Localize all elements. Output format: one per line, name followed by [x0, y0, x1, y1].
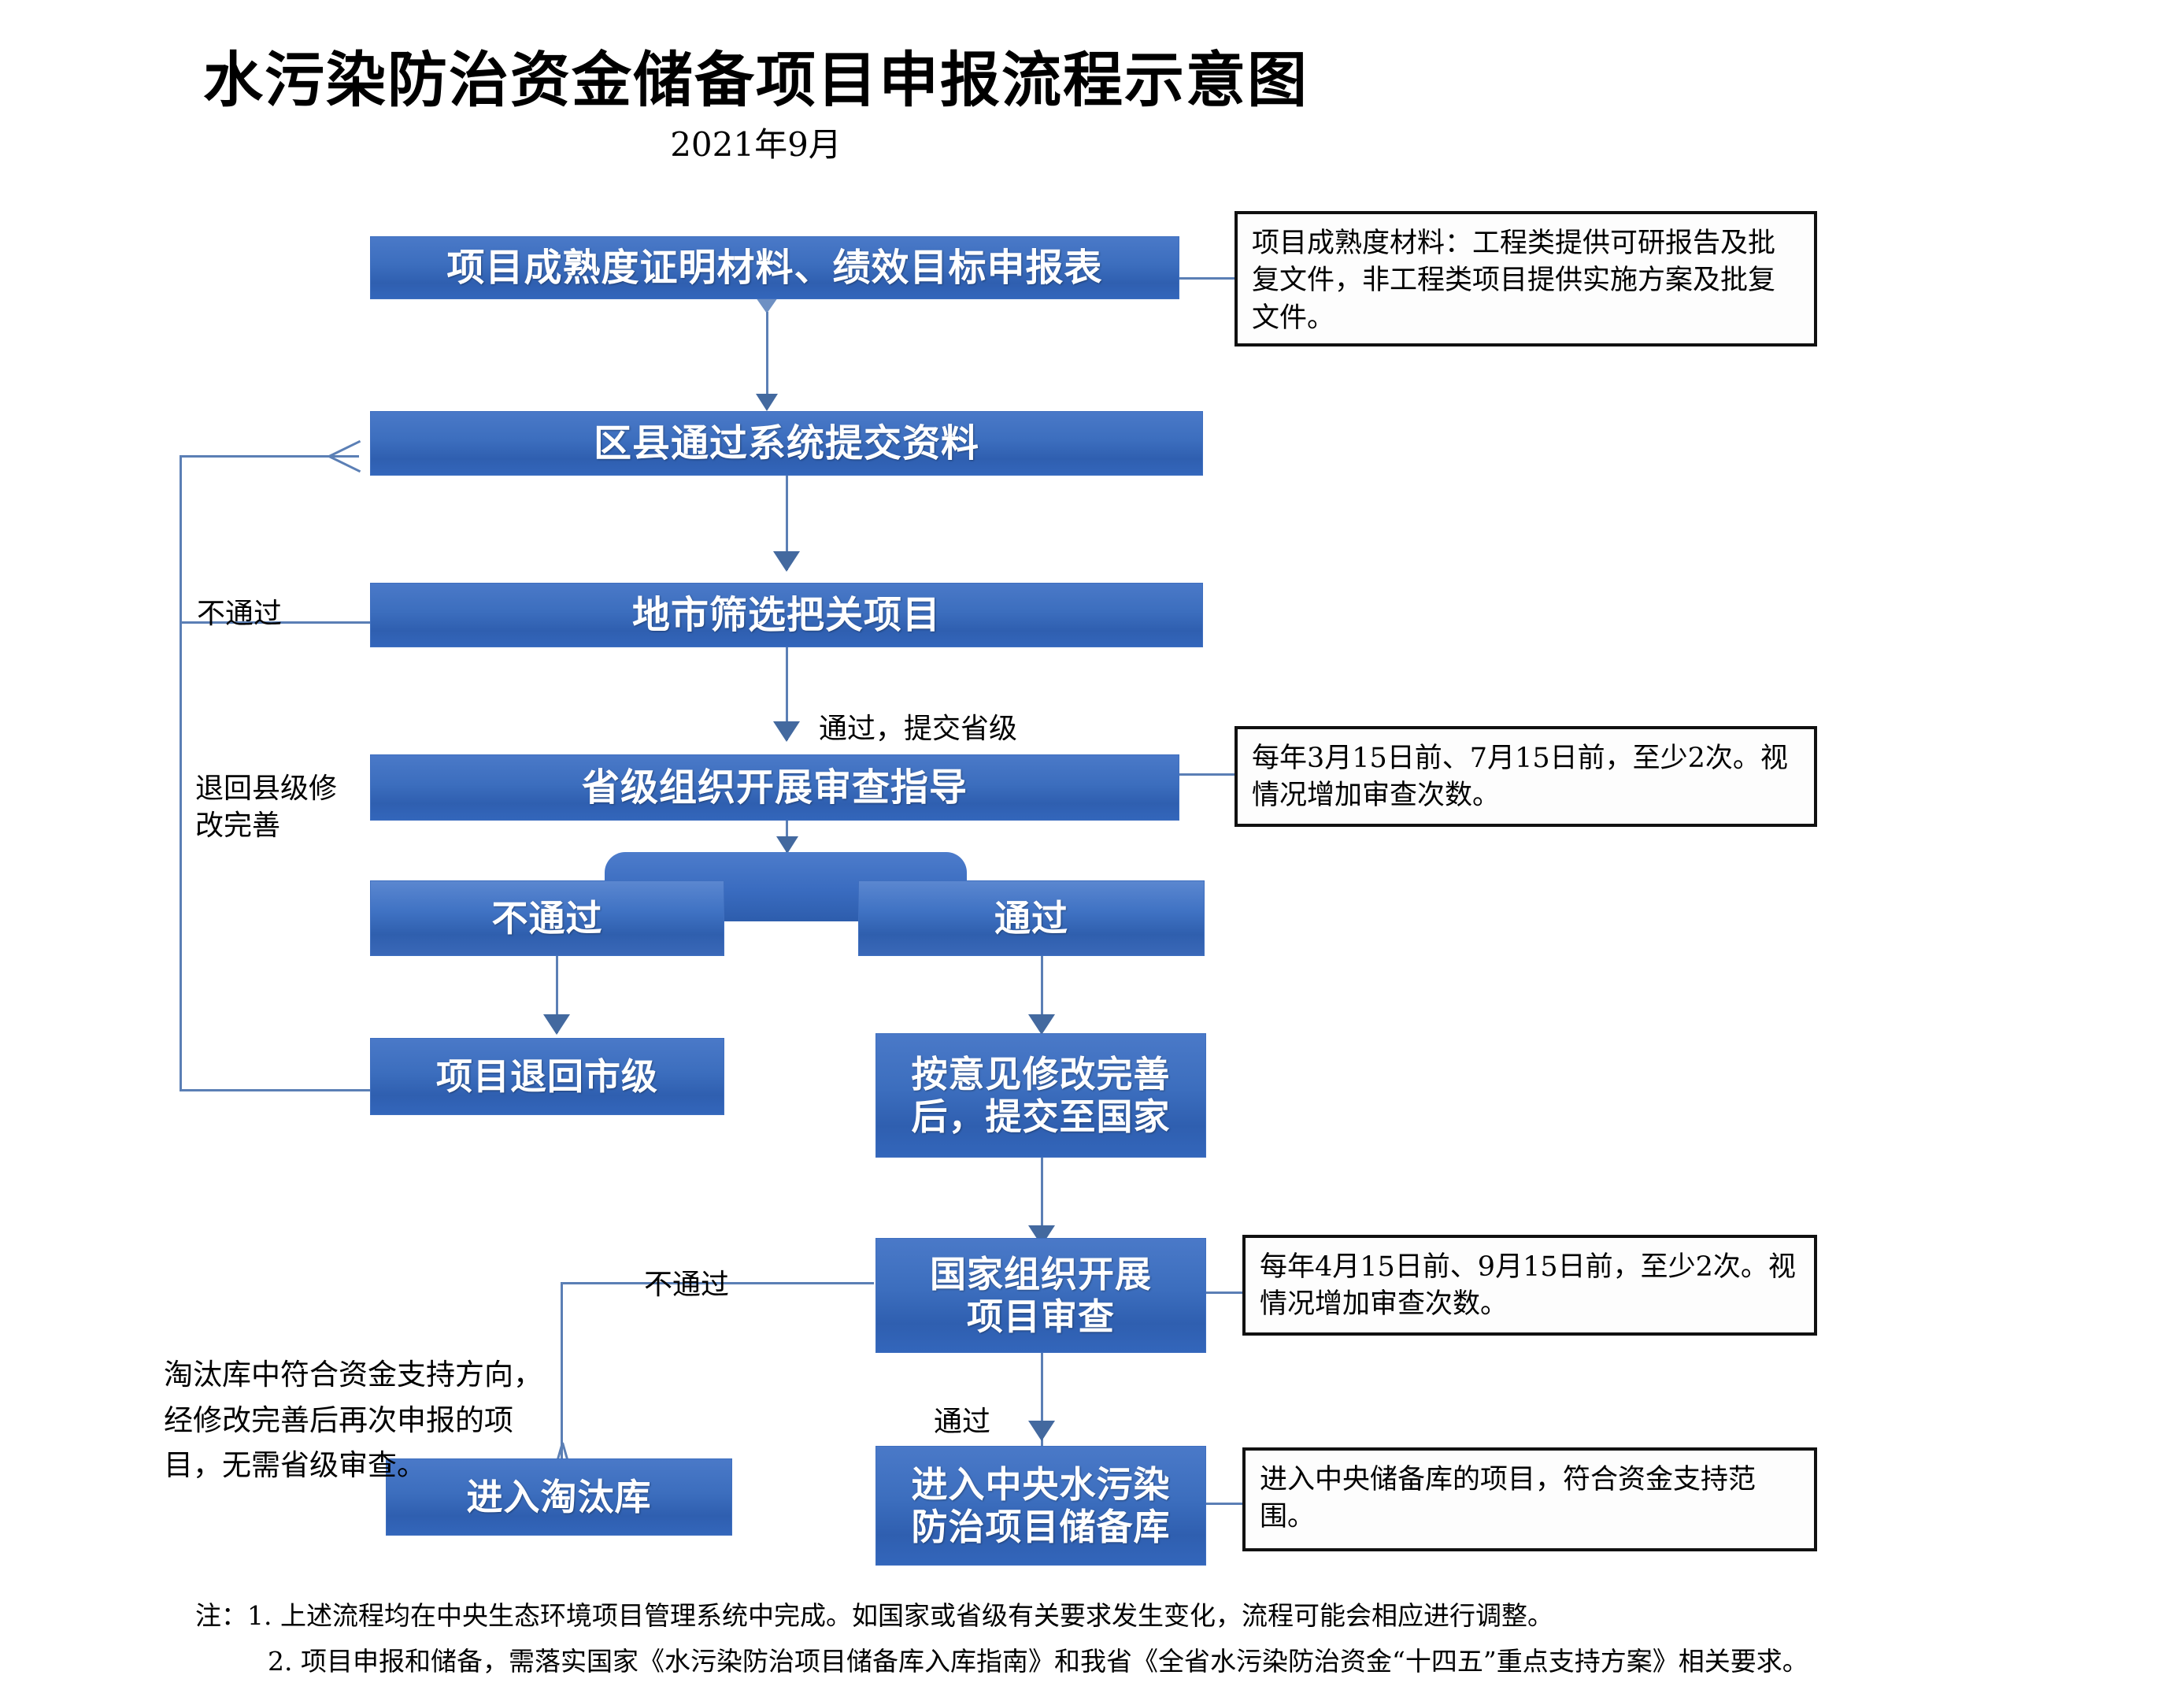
connector-n8-n9-v — [561, 1282, 563, 1460]
connector-n1-n2-arrow — [756, 394, 778, 411]
connector-n8-n10-arrow — [1028, 1421, 1055, 1441]
side-note-eliminated-pool: 淘汰库中符合资金支持方向，经修改完善后再次申报的项目，无需省级审查。 — [164, 1307, 557, 1488]
node-city-screening-label: 地市筛选把关项目 — [631, 592, 941, 637]
footnote-line-2-text: 2. 项目申报和储备，需落实国家《水污染防治项目储备库入库指南》和我省《全省水污… — [268, 1646, 1808, 1677]
connector-pass-n7-arrow — [1028, 1014, 1055, 1035]
node-branch-fail[interactable]: 不通过 — [370, 880, 724, 956]
node-central-reserve-pool[interactable]: 进入中央水污染 防治项目储备库 — [875, 1446, 1206, 1566]
node-branch-fail-label: 不通过 — [491, 896, 603, 939]
node-county-submit-label: 区县通过系统提交资料 — [593, 421, 979, 465]
connector-n3-n4-arrow — [773, 721, 800, 742]
side-note-eliminated-pool-text: 淘汰库中符合资金支持方向，经修改完善后再次申报的项目，无需省级审查。 — [164, 1358, 542, 1483]
edge-label-pass-to-province-text: 通过，提交省级 — [819, 712, 1018, 745]
node-county-submit[interactable]: 区县通过系统提交资料 — [370, 411, 1203, 476]
node-province-review[interactable]: 省级组织开展审查指导 — [370, 754, 1179, 821]
connector-n3-n4-line — [786, 646, 788, 740]
node-city-screening[interactable]: 地市筛选把关项目 — [370, 583, 1203, 647]
connector-n7-n8-line — [1041, 1158, 1043, 1260]
node-revise-submit-national-label: 按意见修改完善 后，提交至国家 — [911, 1052, 1171, 1138]
node-eliminated-pool[interactable]: 进入淘汰库 — [386, 1458, 732, 1536]
connector-n2-n3-line — [786, 476, 788, 570]
connector-fail-n6-line — [556, 956, 558, 1033]
node-revise-submit-national[interactable]: 按意见修改完善 后，提交至国家 — [875, 1033, 1206, 1158]
node-national-review[interactable]: 国家组织开展 项目审查 — [875, 1238, 1206, 1353]
note-maturity-materials-text: 项目成熟度材料：工程类提供可研报告及批复文件，非工程类项目提供实施方案及批复文件… — [1252, 228, 1776, 334]
edge-label-pass-national: 通过 — [934, 1367, 990, 1441]
connector-n4-split-arrow — [776, 836, 798, 854]
edge-label-return-county: 退回县级修 改完善 — [195, 734, 337, 844]
node-national-review-label: 国家组织开展 项目审查 — [930, 1252, 1152, 1338]
note-province-schedule-text: 每年3月15日前、7月15日前，至少2次。视情况增加审查次数。 — [1252, 743, 1788, 812]
edge-label-return-county-text: 退回县级修 改完善 — [195, 772, 338, 842]
connector-fail-n6-arrow — [543, 1014, 570, 1035]
connector-return-county-v — [180, 622, 182, 1091]
node-branch-pass-label: 通过 — [994, 896, 1068, 939]
note2-leader — [1179, 773, 1235, 776]
connector-return-fail-h — [180, 621, 370, 624]
connector-return-fail-arrow — [329, 438, 365, 474]
note-reserve-scope-text: 进入中央储备库的项目，符合资金支持范围。 — [1260, 1464, 1756, 1533]
edge-label-pass-to-province: 通过，提交省级 — [819, 674, 1017, 748]
note-maturity-materials: 项目成熟度材料：工程类提供可研报告及批复文件，非工程类项目提供实施方案及批复文件… — [1235, 211, 1817, 346]
node-return-to-city[interactable]: 项目退回市级 — [370, 1038, 724, 1115]
node-branch-pass[interactable]: 通过 — [858, 880, 1205, 956]
note1-leader — [1179, 277, 1235, 280]
footnote-line-2: 2. 项目申报和储备，需落实国家《水污染防治项目储备库入库指南》和我省《全省水污… — [268, 1643, 1808, 1681]
note-national-schedule-text: 每年4月15日前、9月15日前，至少2次。视情况增加审查次数。 — [1260, 1251, 1796, 1321]
connector-n8-n9-h — [561, 1282, 874, 1284]
edge-label-fail-to-county: 不通过 — [197, 559, 282, 633]
node-maturity-materials-label: 项目成熟度证明材料、绩效目标申报表 — [446, 245, 1103, 290]
edge-label-fail-national-text: 不通过 — [644, 1268, 730, 1301]
node-return-to-city-label: 项目退回市级 — [436, 1054, 658, 1098]
footnote-line-1-text: 注：1. 上述流程均在中央生态环境项目管理系统中完成。如国家或省级有关要求发生变… — [195, 1600, 1553, 1631]
note-reserve-scope: 进入中央储备库的项目，符合资金支持范围。 — [1242, 1447, 1817, 1551]
edge-label-fail-to-county-text: 不通过 — [197, 597, 283, 630]
note-national-schedule: 每年4月15日前、9月15日前，至少2次。视情况增加审查次数。 — [1242, 1235, 1817, 1336]
node-central-reserve-pool-label: 进入中央水污染 防治项目储备库 — [911, 1462, 1171, 1548]
note3-leader — [1179, 1292, 1242, 1294]
node-province-review-label: 省级组织开展审查指导 — [581, 765, 968, 810]
node-eliminated-pool-label: 进入淘汰库 — [466, 1475, 652, 1518]
page-title: 水污染防治资金储备项目申报流程示意图 — [203, 45, 1309, 115]
connector-n1-n2-line — [766, 312, 768, 406]
edge-label-pass-national-text: 通过 — [934, 1405, 991, 1438]
page-subtitle: 2021年9月 — [670, 125, 842, 164]
connector-notch-n1 — [756, 298, 778, 313]
node-maturity-materials[interactable]: 项目成熟度证明材料、绩效目标申报表 — [370, 236, 1179, 299]
connector-return-county-h — [180, 1089, 370, 1091]
edge-label-fail-national: 不通过 — [644, 1230, 729, 1304]
note4-leader — [1179, 1503, 1242, 1505]
note-province-schedule: 每年3月15日前、7月15日前，至少2次。视情况增加审查次数。 — [1235, 726, 1817, 827]
connector-pass-n7-line — [1041, 956, 1043, 1032]
connector-n2-n3-arrow — [773, 551, 800, 572]
connector-return-fail-v — [180, 455, 182, 624]
footnote-line-1: 注：1. 上述流程均在中央生态环境项目管理系统中完成。如国家或省级有关要求发生变… — [195, 1597, 1553, 1635]
connector-return-fail-in — [180, 455, 359, 458]
connector-n8-n10-line — [1041, 1353, 1043, 1455]
